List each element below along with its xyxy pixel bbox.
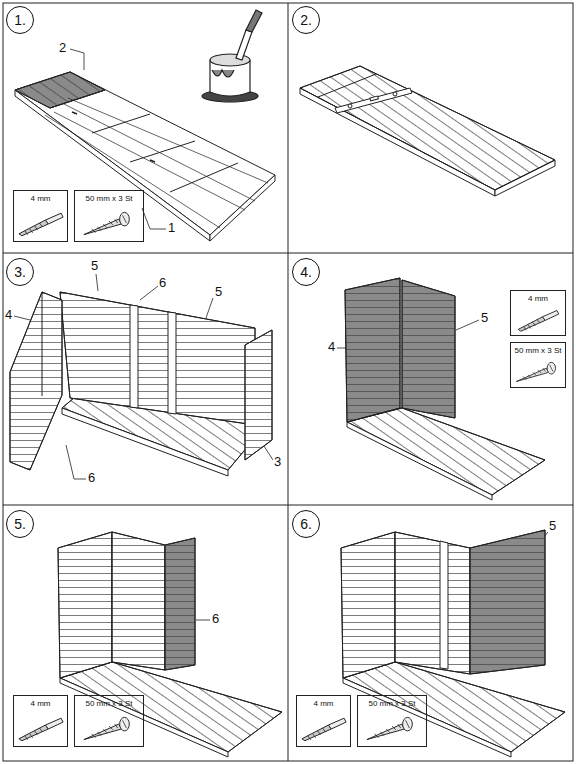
callout-number: 6 bbox=[87, 471, 96, 485]
exploded-shed bbox=[10, 292, 272, 476]
hardware-box: 50 mm x 3 St bbox=[357, 695, 427, 747]
callout-number: 4 bbox=[4, 308, 13, 322]
step-number-circle: 2. bbox=[292, 6, 320, 34]
hardware-icons bbox=[19, 212, 559, 740]
walls-step5 bbox=[58, 532, 282, 757]
step-number: 2. bbox=[300, 12, 312, 28]
panel-frames bbox=[3, 3, 573, 761]
hardware-spec: 4 mm bbox=[14, 696, 67, 708]
step-number: 3. bbox=[14, 264, 26, 280]
hardware-box: 50 mm x 3 St bbox=[510, 342, 566, 388]
callout-number: 5 bbox=[548, 519, 557, 533]
callout-number: 1 bbox=[167, 221, 176, 235]
hardware-spec: 50 mm x 3 St bbox=[358, 696, 426, 708]
step-number: 1. bbox=[14, 12, 26, 28]
callout-number: 2 bbox=[58, 41, 67, 55]
step-number-circle: 1. bbox=[6, 6, 34, 34]
floor-levelled bbox=[300, 66, 555, 196]
hardware-box: 4 mm bbox=[13, 695, 68, 747]
step-number: 4. bbox=[300, 264, 312, 280]
step-number-circle: 4. bbox=[292, 258, 320, 286]
paint-can bbox=[202, 10, 262, 102]
step-number: 5. bbox=[14, 516, 26, 532]
callout-number: 5 bbox=[214, 285, 223, 299]
hardware-box: 50 mm x 3 St bbox=[74, 695, 144, 747]
hardware-spec: 4 mm bbox=[511, 291, 565, 303]
step-number-circle: 3. bbox=[6, 258, 34, 286]
walls-step6 bbox=[341, 530, 565, 757]
callout-number: 6 bbox=[211, 612, 220, 626]
callout-number: 4 bbox=[327, 340, 336, 354]
hardware-spec: 50 mm x 3 St bbox=[75, 696, 143, 708]
callout-number: 3 bbox=[273, 455, 282, 469]
hardware-box: 4 mm bbox=[296, 695, 351, 747]
step-number-circle: 6. bbox=[292, 510, 320, 538]
hardware-box: 4 mm bbox=[13, 190, 68, 242]
callout-number: 5 bbox=[480, 311, 489, 325]
hardware-spec: 4 mm bbox=[14, 191, 67, 203]
callout-number: 5 bbox=[90, 259, 99, 273]
step-number: 6. bbox=[300, 516, 312, 532]
step-number-circle: 5. bbox=[6, 510, 34, 538]
corner-walls bbox=[345, 278, 545, 500]
callout-number: 6 bbox=[158, 276, 167, 290]
hardware-spec: 4 mm bbox=[297, 696, 350, 708]
hardware-box: 50 mm x 3 St bbox=[74, 190, 144, 242]
hardware-box: 4 mm bbox=[510, 290, 566, 336]
hardware-spec: 50 mm x 3 St bbox=[75, 191, 143, 203]
hardware-spec: 50 mm x 3 St bbox=[511, 343, 565, 355]
floor-frame bbox=[15, 72, 275, 241]
